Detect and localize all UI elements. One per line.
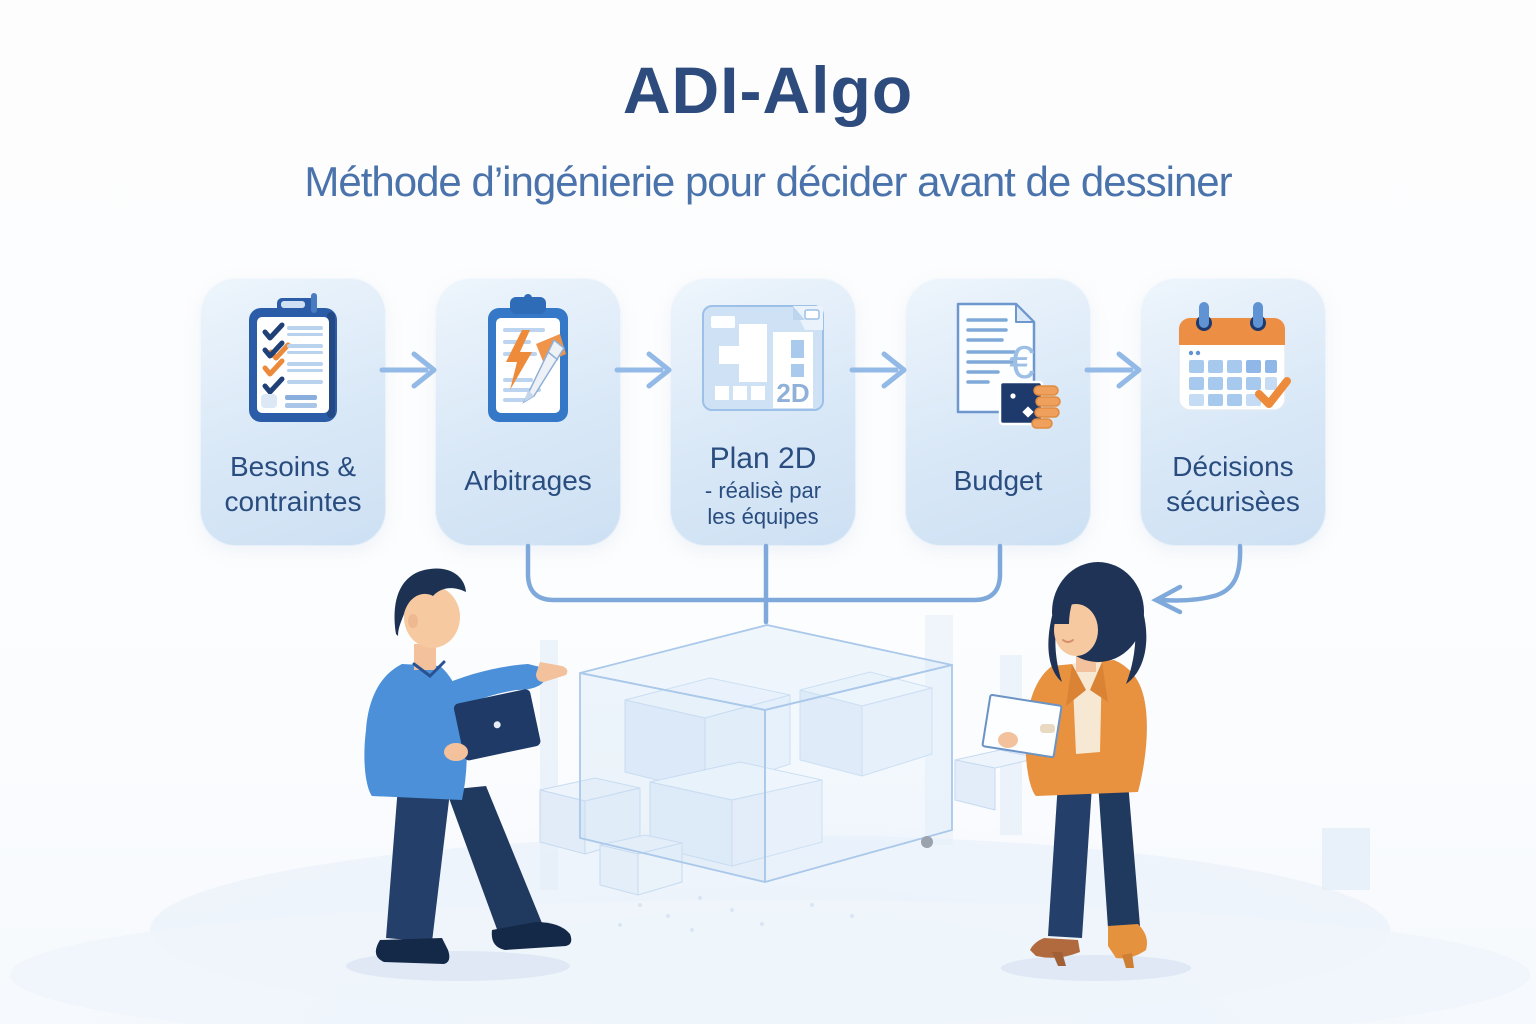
2d-badge-text: 2D xyxy=(776,378,809,408)
step-label: Budget xyxy=(905,464,1091,499)
man-holding-tablet-pointing xyxy=(346,568,572,981)
step-card-arbitrages: Arbitrages xyxy=(435,278,621,546)
flow-arrow-icon xyxy=(379,351,437,389)
calendar-check-icon xyxy=(1178,302,1291,411)
step-label-line1: Plan 2D xyxy=(709,442,817,475)
woman-holding-document xyxy=(981,562,1191,981)
step-label: Décisions sécurisèes xyxy=(1140,450,1326,519)
lightning-clipboard-icon xyxy=(488,294,568,422)
step-card-budget: € Budget xyxy=(905,278,1091,546)
step-label-line1: Décisions xyxy=(1172,451,1294,482)
connector-arrowhead-icon xyxy=(1151,584,1183,615)
floorplan-2d-icon: 2D xyxy=(702,305,824,411)
euro-document-icon: € xyxy=(956,302,1061,429)
step-sublabel-line1: - réalisè par xyxy=(704,478,822,503)
step-label-line2: contraintes xyxy=(224,485,362,517)
step-label-line2: sécurisèes xyxy=(1166,485,1300,517)
step-label: Arbitrages xyxy=(435,464,621,499)
page-title: ADI-Algo xyxy=(622,53,914,127)
step-sublabel-line2: les équipes xyxy=(707,504,819,530)
checklist-clipboard-icon xyxy=(249,293,337,422)
step-sublabel: - réalisè par les équipes xyxy=(670,478,856,531)
step-label: Plan 2D xyxy=(670,440,856,477)
step-card-besoins-contraintes: Besoins & contraintes xyxy=(200,278,386,546)
step-label-line1: Arbitrages xyxy=(464,465,592,496)
step-label-line1: Besoins & xyxy=(229,451,357,482)
step-card-plan-2d: 2D Plan 2D - réalisè par les équipes xyxy=(670,278,856,546)
step-connectors xyxy=(525,543,1243,625)
page-subtitle: Méthode d’ingénierie pour décider avant … xyxy=(304,158,1232,205)
flow-arrow-icon xyxy=(1084,351,1142,389)
translucent-3d-building-model xyxy=(539,624,1039,896)
background-buildings xyxy=(540,615,1370,890)
ground-shadow xyxy=(10,835,1530,1024)
step-label: Besoins & contraintes xyxy=(200,450,386,519)
flow-arrow-icon xyxy=(849,351,907,389)
step-card-decisions-securisees: Décisions sécurisèes xyxy=(1140,278,1326,546)
euro-symbol: € xyxy=(1009,336,1035,388)
flow-arrow-icon xyxy=(614,351,672,389)
step-label-line1: Budget xyxy=(953,465,1043,496)
